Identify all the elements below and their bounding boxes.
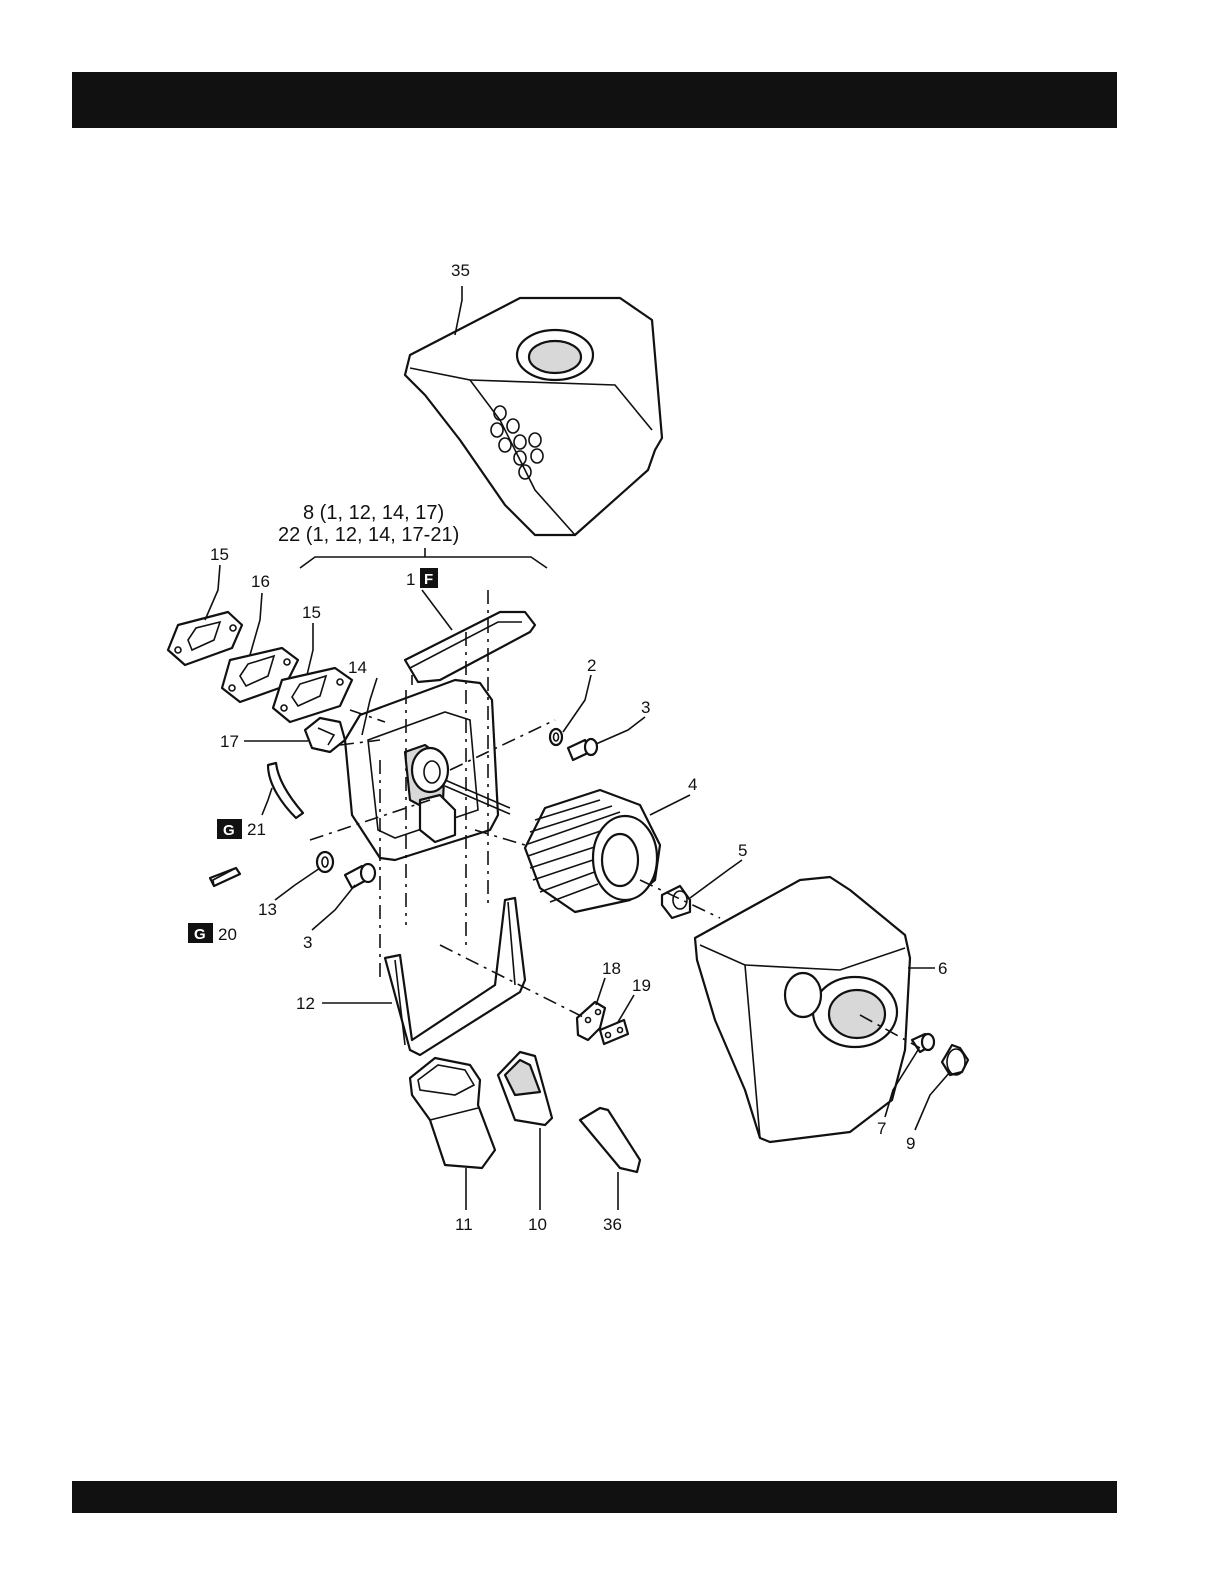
part-6-case xyxy=(695,877,910,1142)
badge-g-20: G xyxy=(188,923,213,943)
part-17-breather xyxy=(305,718,345,752)
part-7-nut xyxy=(912,1034,934,1052)
callout-21: 21 xyxy=(247,820,266,839)
callout-15-right: 15 xyxy=(302,603,321,622)
callout-1: 1 xyxy=(406,570,415,589)
badge-f: F xyxy=(420,568,438,588)
callout-13: 13 xyxy=(258,900,277,919)
svg-text:F: F xyxy=(424,571,433,588)
svg-text:G: G xyxy=(223,822,235,839)
callout-7: 7 xyxy=(877,1119,886,1138)
callout-6: 6 xyxy=(938,959,947,978)
callout-20: 20 xyxy=(218,925,237,944)
callout-3-lower: 3 xyxy=(303,933,312,952)
callout-15-left: 15 xyxy=(210,545,229,564)
callout-17: 17 xyxy=(220,732,239,751)
callout-4: 4 xyxy=(688,775,697,794)
part-10-plate xyxy=(498,1052,552,1125)
part-21-hose xyxy=(268,763,303,818)
callout-12: 12 xyxy=(296,994,315,1013)
part-3-bolt-upper xyxy=(568,739,597,760)
callout-14: 14 xyxy=(348,658,367,677)
part-4-filter-element xyxy=(525,790,660,912)
callout-9: 9 xyxy=(906,1134,915,1153)
callout-36: 36 xyxy=(603,1215,622,1234)
callout-5: 5 xyxy=(738,841,747,860)
callout-10: 10 xyxy=(528,1215,547,1234)
part-1-seal xyxy=(405,612,535,685)
badge-g-21: G xyxy=(217,819,242,839)
callout-2: 2 xyxy=(587,656,596,675)
callout-18: 18 xyxy=(602,959,621,978)
part-19-plate xyxy=(600,1020,628,1044)
svg-text:G: G xyxy=(194,926,206,943)
part-20-clip xyxy=(210,868,240,886)
part-35-top-cover xyxy=(405,298,662,535)
part-36-plate xyxy=(580,1108,640,1172)
callout-19: 19 xyxy=(632,976,651,995)
part-2-washer xyxy=(550,729,562,745)
callout-16: 16 xyxy=(251,572,270,591)
callout-11: 11 xyxy=(455,1215,473,1234)
callout-3-upper: 3 xyxy=(641,698,650,717)
part-11-duct xyxy=(410,1058,495,1168)
part-3-bolt-lower xyxy=(345,864,375,888)
kit-22-label: 22 (1, 12, 14, 17-21) xyxy=(278,524,459,546)
kit-bracket xyxy=(300,548,547,568)
part-9-cap xyxy=(942,1045,968,1075)
kit-8-label: 8 (1, 12, 14, 17) xyxy=(303,502,444,524)
callout-35: 35 xyxy=(451,261,470,280)
